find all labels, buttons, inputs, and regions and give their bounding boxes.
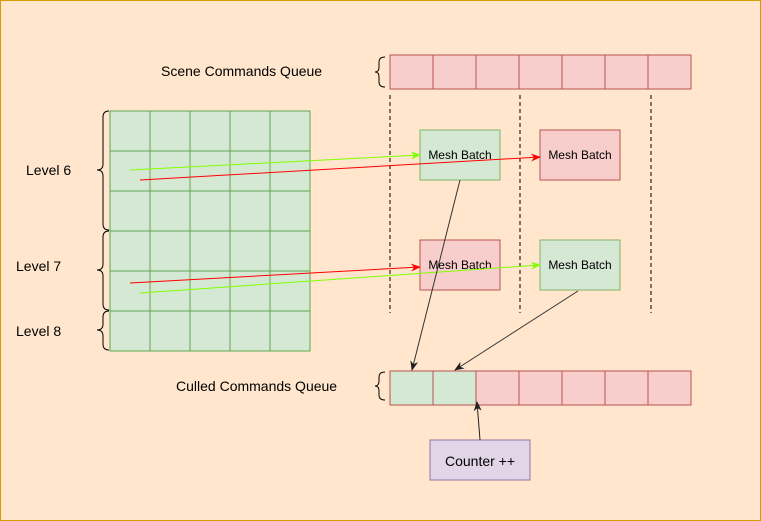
mesh-batch-label: Mesh Batch (548, 148, 611, 162)
mesh-batch-node: Mesh Batch (419, 129, 501, 181)
grid-cell (109, 190, 151, 232)
scene-queue-cell (475, 54, 520, 90)
grid-cell (269, 230, 311, 272)
grid-cell (149, 150, 191, 192)
red-arrow (129, 263, 421, 284)
grid-cell (269, 110, 311, 152)
scene-queue-label: Scene Commands Queue (161, 63, 322, 79)
grid-cell (189, 310, 231, 352)
level6-brace (96, 110, 110, 231)
grid-cell (229, 190, 271, 232)
mesh-batch-box (419, 129, 501, 181)
scene-queue-cell (647, 54, 692, 90)
grid-cell (149, 310, 191, 352)
counter-box (429, 439, 531, 481)
scene-queue-cell (432, 54, 477, 90)
scene-queue-cell (604, 54, 649, 90)
mesh-batch-node: Mesh Batch (539, 239, 621, 291)
batch-to-queue-arrow (454, 290, 579, 371)
culled-queue-label: Culled Commands Queue (176, 378, 337, 394)
grid-cell (229, 230, 271, 272)
mesh-batch-node: Mesh Batch (539, 129, 621, 181)
grid-cell (189, 270, 231, 312)
grid-cell (229, 310, 271, 352)
scene-queue-cell (561, 54, 606, 90)
grid-cell (149, 110, 191, 152)
mesh-batch-box (539, 129, 621, 181)
level-grid (109, 110, 311, 352)
grid-cell (109, 230, 151, 272)
mesh-batch-label: Mesh Batch (428, 148, 491, 162)
grid-cell (189, 150, 231, 192)
grid-cell (269, 190, 311, 232)
grid-cell (229, 110, 271, 152)
culled-queue-brace (374, 371, 386, 401)
grid-cell (109, 270, 151, 312)
culled-queue-cell (604, 370, 649, 406)
grid-cell (109, 150, 151, 192)
culled-queue-cell (647, 370, 692, 406)
level8-label: Level 8 (16, 323, 61, 339)
mesh-batch-label: Mesh Batch (548, 258, 611, 272)
mesh-batch-label: Mesh Batch (428, 258, 491, 272)
scene-queue-brace (374, 56, 386, 88)
culled-queue-cell (432, 370, 477, 406)
grid-cell (229, 150, 271, 192)
mesh-batch-node: Mesh Batch (419, 239, 501, 291)
scene-queue (389, 54, 692, 90)
grid-cell (109, 310, 151, 352)
culled-queue (389, 370, 692, 406)
batch-to-queue-arrow (410, 179, 461, 371)
grid-cell (189, 110, 231, 152)
culled-queue-cell (561, 370, 606, 406)
grid-cell (269, 270, 311, 312)
culled-queue-cell (475, 370, 520, 406)
counter-arrow (473, 401, 482, 441)
mesh-batch-box (539, 239, 621, 291)
grid-cell (269, 310, 311, 352)
level6-label: Level 6 (26, 162, 71, 178)
scene-queue-cell (518, 54, 563, 90)
level8-brace (96, 310, 110, 351)
grid-cell (149, 230, 191, 272)
culled-queue-cell (518, 370, 563, 406)
culled-queue-cell (389, 370, 434, 406)
green-arrow (129, 151, 421, 171)
green-arrow (139, 261, 541, 294)
grid-cell (109, 110, 151, 152)
level7-label: Level 7 (16, 258, 61, 274)
mesh-batch-box (419, 239, 501, 291)
level7-brace (96, 230, 110, 311)
counter-label: Counter ++ (445, 453, 515, 469)
red-arrow (139, 153, 541, 181)
grid-cell (189, 230, 231, 272)
scene-queue-cell (389, 54, 434, 90)
grid-cell (149, 190, 191, 232)
grid-cell (189, 190, 231, 232)
